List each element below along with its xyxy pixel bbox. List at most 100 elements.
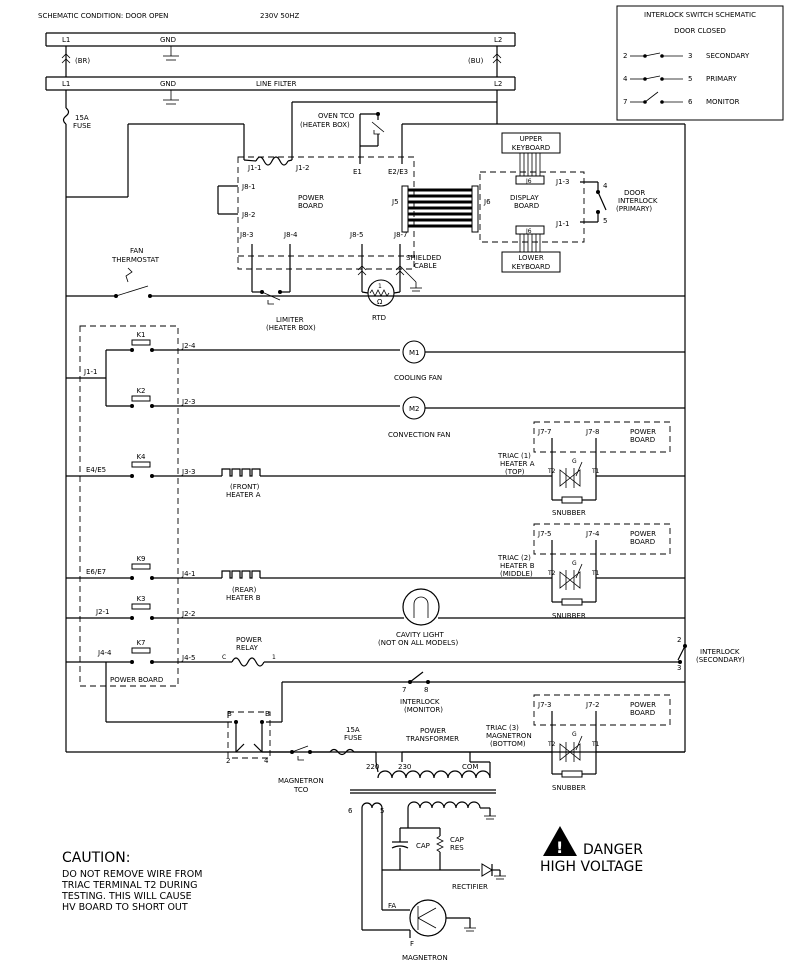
pin-j6-upper: J6 [525, 178, 532, 185]
relay-k4: K4 [136, 453, 146, 461]
pin-j8-1: J8-1 [241, 183, 256, 191]
relay-board: POWER BOARD [79, 325, 179, 687]
pin-j7-3: J7-3 [537, 701, 552, 709]
convection-fan-label: CONVECTION FAN [388, 431, 450, 439]
lower-keyboard-label: LOWER [518, 254, 544, 262]
pin-j4-1: J4-1 [181, 570, 196, 578]
magnetron: FA F MAGNETRON [362, 870, 476, 962]
relay-contact-4: 4 [264, 757, 269, 765]
fan-thermostat-label: FAN [130, 247, 143, 255]
pin-j2-4: J2-4 [181, 342, 196, 350]
bus-l2: L2 [494, 36, 502, 44]
filter-l2: L2 [494, 80, 502, 88]
power-relay-c: C [222, 654, 226, 661]
triac2-t1: T1 [591, 570, 600, 577]
upper-keyboard-label: UPPER [520, 135, 543, 143]
interlock-monitor-label2: (MONITOR) [404, 706, 443, 714]
main-rails: 15A FUSE [62, 90, 686, 753]
relay-k3: K3 [136, 595, 145, 603]
terminal-e1: E1 [353, 168, 362, 176]
interlock-legend: INTERLOCK SWITCH SCHEMATIC DOOR CLOSED 2… [616, 5, 784, 121]
triac2-t2: T2 [547, 570, 556, 577]
interlock-secondary-pin3: 3 [677, 664, 681, 672]
hv-rectifier: RECTIFIER [452, 863, 506, 891]
heater-b-label: HEATER B [226, 594, 261, 602]
pin-j7-8: J7-8 [585, 428, 600, 436]
heater-a-label: HEATER A [226, 491, 261, 499]
input-bus: L1 GND L2 [45, 32, 516, 61]
bus-connectors: (BR) (BU) [61, 46, 502, 77]
legend-row-name: SECONDARY [706, 52, 750, 60]
caution-line4: HV BOARD TO SHORT OUT [62, 902, 188, 913]
door-interlock-label: DOOR [624, 189, 645, 197]
cap-label: CAP [416, 842, 430, 850]
interlock-monitor-label: INTERLOCK [400, 698, 440, 706]
relay-k2: K2 [136, 387, 145, 395]
interlock-secondary: 2 3 INTERLOCK (SECONDARY) [677, 636, 745, 672]
rectifier-label: RECTIFIER [452, 883, 488, 891]
fan-thermostat-label2: THERMOSTAT [111, 256, 160, 264]
pin-j1-1: J1-1 [247, 164, 262, 172]
relay-k1: K1 [136, 331, 145, 339]
pin-j1-1-relay: J1-1 [83, 368, 98, 376]
tap-com: COM [462, 763, 478, 771]
relay-contact-b-right: B [265, 710, 270, 718]
triac1-g: G [572, 458, 577, 465]
ribbon-cable [401, 185, 479, 233]
triac1-board2: BOARD [630, 436, 655, 444]
power-relay-row: J4-4 K7 J4-5 POWER RELAY C 1 [66, 636, 682, 722]
triac3-board2: BOARD [630, 709, 655, 717]
heater-a-position: (FRONT) [230, 483, 260, 491]
pin-j7-7: J7-7 [537, 428, 552, 436]
bus-gnd: GND [160, 36, 176, 44]
legend-subtitle: DOOR CLOSED [674, 27, 726, 35]
caution-line2: TRIAC TERMINAL T2 DURING [61, 880, 198, 891]
rtd-sensor: SHIELDED CABLE 1 Ω RTD [361, 254, 441, 322]
triac3-label: TRIAC (3) [485, 724, 519, 732]
pin-j4-5: J4-5 [181, 654, 196, 662]
bus-l1: L1 [62, 36, 70, 44]
magnetron-tco-label: MAGNETRON [278, 777, 324, 785]
oven-tco-label: OVEN TCO [318, 112, 355, 120]
triac2-board2: BOARD [630, 538, 655, 546]
pin-j8-2: J8-2 [241, 211, 256, 219]
filter-gnd: GND [160, 80, 176, 88]
display-board-label: DISPLAY [510, 194, 539, 202]
high-voltage-label: HIGH VOLTAGE [540, 859, 643, 875]
relay-k9: K9 [136, 555, 145, 563]
door-interlock-primary: 4 5 DOOR INTERLOCK (PRIMARY) [596, 182, 658, 225]
transformer-label2: TRANSFORMER [405, 735, 459, 743]
cooling-fan-motor: M1 COOLING FAN [394, 340, 685, 382]
tap-230: 230 [398, 763, 411, 771]
fan-thermostat: FAN THERMOSTAT [66, 247, 685, 298]
pin-j7-2: J7-2 [585, 701, 600, 709]
triac3-g: G [572, 731, 577, 738]
relay-k7: K7 [136, 639, 145, 647]
limiter-location: (HEATER BOX) [266, 324, 316, 332]
heater-b-position: (REAR) [232, 586, 257, 594]
cooling-fan-label: COOLING FAN [394, 374, 442, 382]
terminal-e2e3: E2/E3 [388, 168, 408, 176]
power-board-top-label: POWER [298, 194, 324, 202]
legend-row-name: MONITOR [706, 98, 740, 106]
caution-note: CAUTION: DO NOT REMOVE WIRE FROM TRIAC T… [61, 850, 202, 913]
caution-title: CAUTION: [62, 850, 131, 866]
triac1-board: POWER [630, 428, 656, 436]
pin-j7-4: J7-4 [585, 530, 600, 538]
terminal-e4e5: E4/E5 [86, 466, 106, 474]
pin-j8-5: J8-5 [349, 231, 364, 239]
legend-row-b: 3 [688, 52, 692, 60]
secondary-pin6: 6 [348, 807, 353, 815]
door-interlock-label2: INTERLOCK [618, 197, 658, 205]
triac3-snubber: SNUBBER [552, 784, 586, 792]
lower-keyboard-label2: KEYBOARD [512, 263, 550, 271]
triac1-label: TRIAC (1) [497, 452, 531, 460]
pin-j2-3: J2-3 [181, 398, 196, 406]
warning-icon: ! [556, 838, 563, 857]
triac1-t2: T2 [547, 468, 556, 475]
display-board: J6 DISPLAY BOARD UPPER KEYBOARD J6 J6 LO… [479, 132, 598, 273]
interlock-secondary-pin2: 2 [677, 636, 681, 644]
wire-bu: (BU) [468, 57, 484, 65]
filter-bus: L1 GND LINE FILTER L2 [45, 76, 516, 105]
